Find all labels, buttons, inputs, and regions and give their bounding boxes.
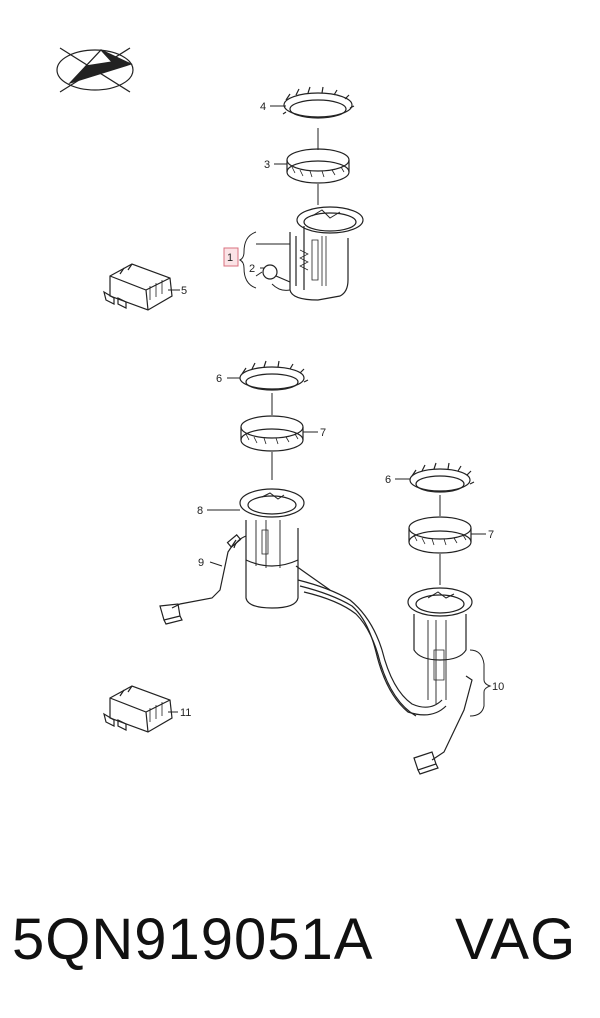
control-unit-5: [103, 263, 173, 311]
callout-6-right: 6: [385, 474, 391, 486]
callout-4: 4: [260, 101, 266, 113]
level-sensor-9: [159, 533, 242, 625]
part-caption: 5QN919051A VAG: [0, 895, 600, 985]
brand-name: VAG: [455, 907, 577, 972]
part-number: 5QN919051A: [12, 907, 374, 972]
callout-10: 10: [492, 681, 504, 693]
callout-3: 3: [264, 159, 270, 171]
callout-8: 8: [197, 505, 203, 517]
seal-ring-7-right: [408, 516, 472, 554]
seal-ring-3: [286, 148, 350, 184]
callout-9: 9: [198, 557, 204, 569]
callout-2: 2: [249, 263, 255, 275]
locking-ring-6-right: [409, 462, 475, 493]
fuel-sender-module-10: [407, 587, 473, 775]
transfer-fuel-line: [297, 579, 447, 717]
callout-6-left: 6: [216, 373, 222, 385]
callout-1: 1: [227, 252, 233, 264]
callout-7-left: 7: [320, 427, 326, 439]
locking-ring-4: [282, 86, 355, 119]
fuel-sender-module-8: [233, 488, 331, 609]
callout-7-right: 7: [488, 529, 494, 541]
callout-11: 11: [180, 707, 191, 719]
callout-5: 5: [181, 285, 187, 297]
control-unit-11: [103, 685, 173, 733]
locking-ring-6-left: [239, 360, 309, 391]
fuel-delivery-unit-1: [262, 206, 364, 301]
orientation-compass-icon: [56, 47, 134, 93]
seal-ring-7-left: [240, 415, 304, 452]
callout-1-highlight: [223, 247, 239, 267]
